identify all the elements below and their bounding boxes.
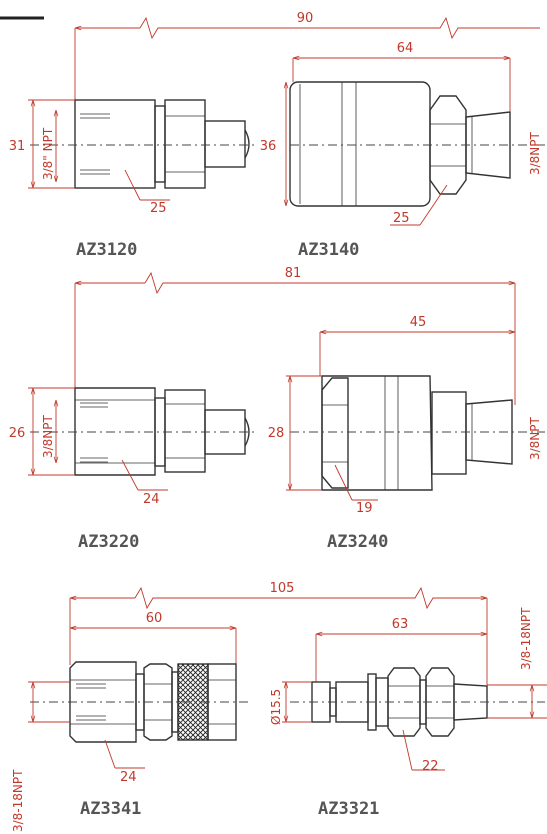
- row2-left-wrench: 24: [143, 492, 160, 507]
- row3-drawing: 105 60 3/8-18NPT 24: [11, 581, 547, 832]
- row1-right-length: 64: [397, 41, 414, 56]
- row3-left-model: AZ3341: [80, 799, 141, 819]
- row2-right-model: AZ3240: [327, 532, 388, 552]
- row1-left-height: 31: [9, 139, 26, 154]
- row3-right-length: 63: [392, 617, 409, 632]
- row2-left-height: 26: [9, 426, 26, 441]
- row2-right-wrench: 19: [356, 501, 373, 516]
- row1-drawing: 90 31 3/8" NPT 25: [9, 11, 545, 260]
- row3-right-model: AZ3321: [318, 799, 379, 819]
- row3-left-thread: 3/8-18NPT: [11, 769, 25, 832]
- row3-right-diameter: Ø15.5: [269, 689, 283, 725]
- row3-overall-dim: 105: [270, 581, 295, 596]
- row1-left-wrench: 25: [150, 201, 167, 216]
- row3-left-length: 60: [146, 611, 163, 626]
- row2-right-height: 28: [268, 426, 285, 441]
- row3-right-thread: 3/8-18NPT: [519, 607, 533, 670]
- row2-right-thread: 3/8NPT: [528, 416, 542, 460]
- row1-right-wrench: 25: [393, 211, 410, 226]
- row1-overall-dim: 90: [297, 11, 314, 26]
- row3-right-wrench: 22: [422, 759, 439, 774]
- row1-left-model: AZ3120: [76, 240, 137, 260]
- row1-right-height: 36: [260, 139, 277, 154]
- row1-right-thread: 3/8NPT: [528, 131, 542, 175]
- row2-drawing: 81 26 3/8NPT 24: [9, 266, 545, 552]
- row2-overall-dim: 81: [285, 266, 302, 281]
- row3-left-wrench: 24: [120, 770, 137, 785]
- row2-right-length: 45: [410, 315, 427, 330]
- row1-right-model: AZ3140: [298, 240, 359, 260]
- row2-left-thread: 3/8NPT: [41, 414, 55, 458]
- row2-left-model: AZ3220: [78, 532, 139, 552]
- row1-left-thread: 3/8" NPT: [41, 127, 55, 180]
